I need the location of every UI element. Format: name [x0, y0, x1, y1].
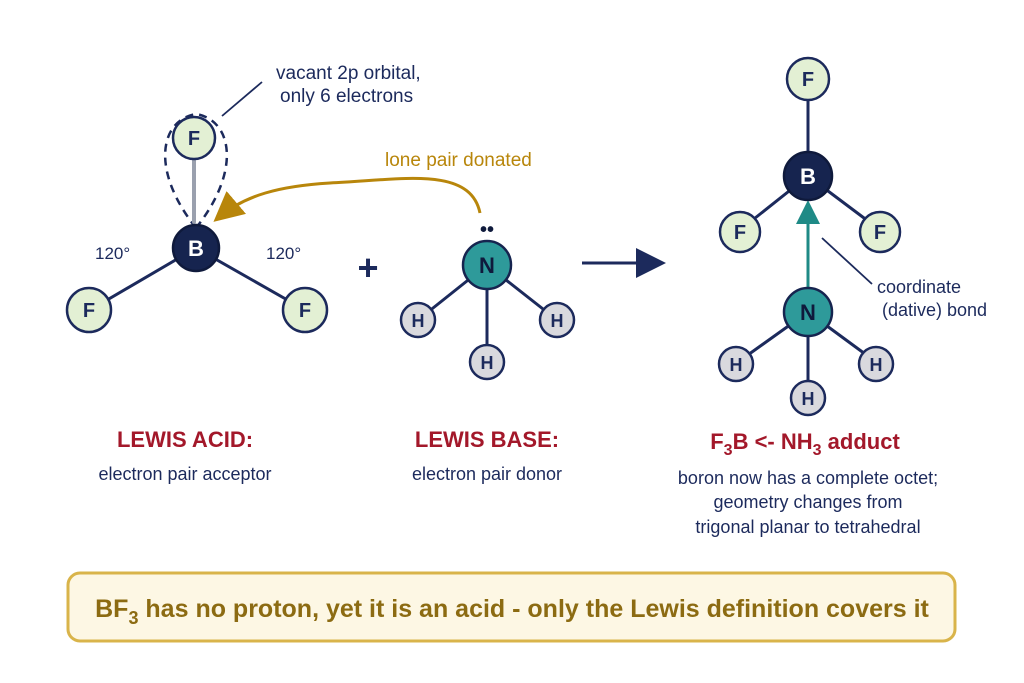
adduct-caption-line3: trigonal planar to tetrahedral [695, 517, 920, 537]
boron-atom: B [171, 223, 221, 273]
dative-callout-line [821, 237, 873, 285]
adduct-fluorine-left: F [718, 210, 762, 254]
orbital-note-line1: vacant 2p orbital, [276, 63, 421, 84]
svg-text:H: H [730, 355, 743, 375]
summary-callout-text: BF3 has no proton, yet it is an acid - o… [95, 595, 929, 628]
adduct-molecule: F F F B N H H H coordinate [717, 56, 987, 417]
bond-angle-right: 120° [266, 244, 301, 263]
lewis-acid-heading: LEWIS ACID: [117, 427, 253, 452]
svg-text:F: F [734, 222, 746, 244]
svg-text:F: F [83, 300, 95, 322]
nh3-molecule: •• N H H H [399, 219, 576, 381]
adduct-fluorine-right: F [858, 210, 902, 254]
adduct-caption-line1: boron now has a complete octet; [678, 468, 938, 488]
plus-sign: + [357, 247, 378, 288]
hydrogen-atom-bottom: H [468, 343, 506, 381]
fluorine-atom-left: F [65, 286, 113, 334]
nitrogen-atom: N [461, 239, 513, 291]
adduct-boron-atom: B [782, 150, 834, 202]
bond-angle-left: 120° [95, 244, 130, 263]
svg-text:B: B [800, 164, 816, 189]
svg-text:H: H [412, 311, 425, 331]
svg-text:F: F [874, 222, 886, 244]
lewis-acid-subtitle: electron pair acceptor [98, 464, 271, 484]
adduct-hydrogen-left: H [717, 345, 755, 383]
dative-bond-label-line2: (dative) bond [882, 300, 987, 320]
summary-callout: BF3 has no proton, yet it is an acid - o… [66, 571, 957, 643]
svg-text:N: N [479, 253, 495, 278]
svg-text:F: F [188, 128, 200, 150]
orbital-callout-line [221, 81, 263, 117]
adduct-caption-line2: geometry changes from [713, 492, 902, 512]
lewis-base-heading: LEWIS BASE: [415, 427, 559, 452]
adduct-fluorine-top: F [785, 56, 831, 102]
fluorine-atom-top: F [171, 115, 217, 161]
bf3-molecule: F B F F vacant 2p orbital, only 6 electr… [65, 63, 421, 334]
adduct-heading: F3B <- NH3 adduct [710, 429, 900, 459]
vacant-orbital-lobe [163, 112, 229, 231]
svg-text:B: B [188, 236, 204, 261]
orbital-note-line2: only 6 electrons [280, 86, 413, 107]
adduct-hydrogen-right: H [857, 345, 895, 383]
svg-text:H: H [551, 311, 564, 331]
hydrogen-atom-right: H [538, 301, 576, 339]
adduct-hydrogen-bottom: H [789, 379, 827, 417]
lone-pair-label: lone pair donated [385, 150, 532, 171]
lone-pair-arrow [213, 176, 482, 222]
hydrogen-atom-left: H [399, 301, 437, 339]
svg-text:N: N [800, 300, 816, 325]
dative-bond-label-line1: coordinate [877, 277, 961, 297]
svg-text:F: F [802, 69, 814, 91]
fluorine-atom-right: F [281, 286, 329, 334]
svg-text:F: F [299, 300, 311, 322]
svg-text:H: H [802, 389, 815, 409]
svg-text:H: H [870, 355, 883, 375]
lewis-base-subtitle: electron pair donor [412, 464, 562, 484]
adduct-nitrogen-atom: N [782, 286, 834, 338]
svg-text:H: H [481, 353, 494, 373]
lone-pair-dots: •• [480, 219, 494, 241]
summary-callout-box [66, 571, 957, 643]
